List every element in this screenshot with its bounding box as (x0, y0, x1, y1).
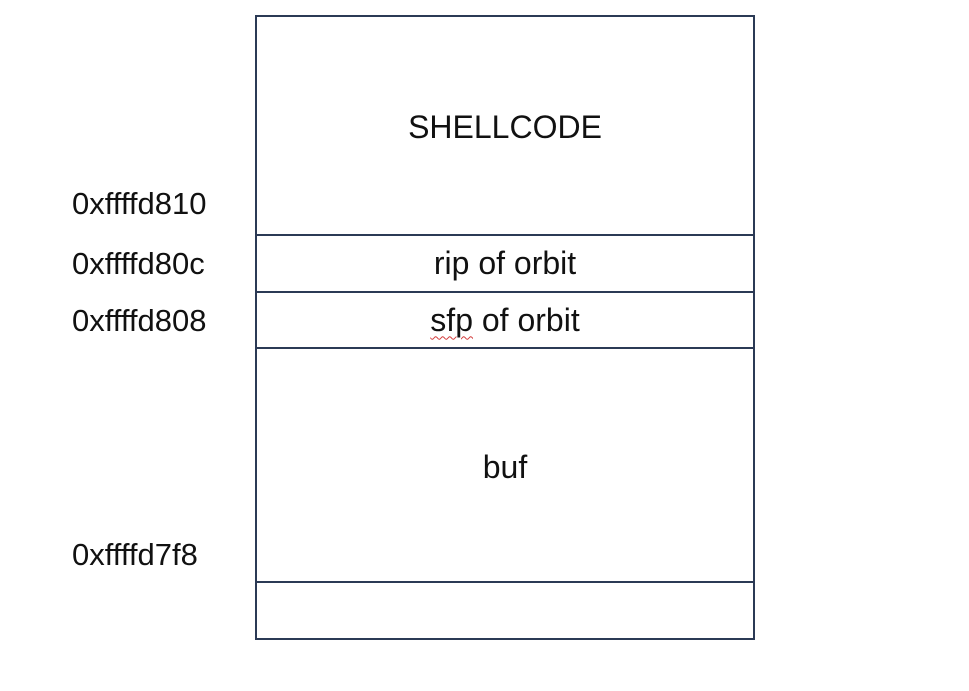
sfp-word: sfp (430, 301, 473, 338)
divider (257, 581, 753, 583)
buf-label: buf (482, 449, 528, 485)
address-label-80c: 0xffffd80c (72, 246, 205, 281)
buf-region: buf (257, 349, 753, 581)
divider (257, 291, 753, 293)
divider (257, 347, 753, 349)
rip-label: rip of orbit (433, 245, 577, 281)
bottom-slot (257, 583, 753, 638)
shellcode-region: SHELLCODE (257, 17, 753, 234)
address-label-810: 0xffffd810 (72, 186, 207, 221)
sfp-slot: sfp of orbit (257, 293, 753, 347)
divider (257, 234, 753, 236)
sfp-rest: of orbit (472, 301, 580, 338)
sfp-label: sfp of orbit (430, 302, 579, 339)
address-label-7f8: 0xffffd7f8 (72, 537, 198, 572)
address-label-808: 0xffffd808 (72, 303, 207, 338)
shellcode-label: SHELLCODE (408, 109, 602, 145)
stack-diagram: SHELLCODE rip of orbit sfp of orbit buf (255, 15, 755, 640)
rip-slot: rip of orbit (257, 236, 753, 291)
